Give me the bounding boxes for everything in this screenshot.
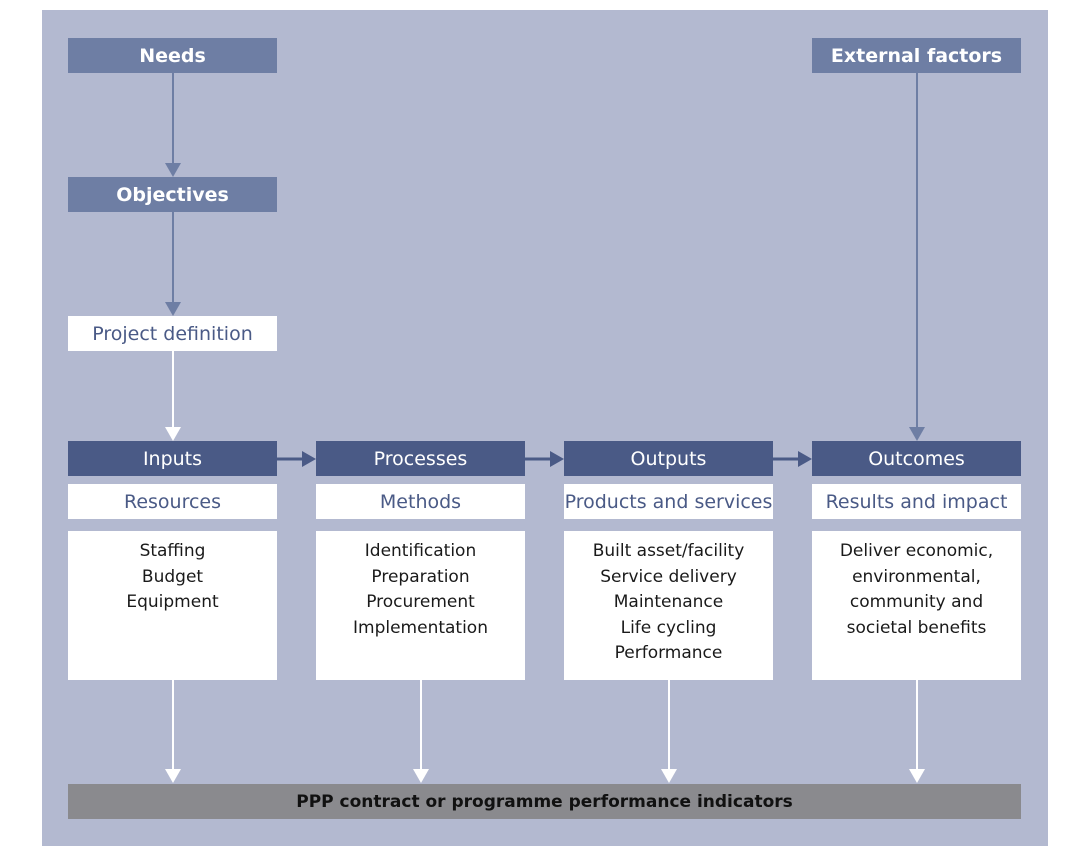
list-item: Preparation: [371, 566, 470, 587]
arrowhead-icon: [909, 427, 925, 441]
arrowhead-icon: [302, 451, 316, 467]
list-item: Equipment: [126, 592, 219, 612]
arrowhead-icon: [413, 769, 429, 783]
arrowhead-icon: [165, 302, 181, 316]
list-item: Maintenance: [613, 592, 724, 612]
project-definition-label: Project definition: [92, 322, 253, 345]
stage-outputs-header: Outputs: [564, 441, 773, 476]
list-item: societal benefits: [846, 617, 987, 638]
objectives-label: Objectives: [116, 183, 229, 206]
arrowhead-icon: [798, 451, 812, 467]
needs-box: Needs: [68, 38, 277, 73]
detail-list: Built asset/facility Service delivery Ma…: [593, 539, 745, 667]
list-item: Procurement: [366, 592, 475, 612]
detail-list: Deliver economic, environmental, communi…: [840, 539, 993, 641]
arrowhead-icon: [165, 427, 181, 441]
stage-title: Inputs: [142, 447, 203, 470]
list-item: Implementation: [353, 617, 488, 638]
list-item: community and: [849, 592, 984, 612]
external-factors-box: External factors: [812, 38, 1021, 73]
arrowhead-icon: [165, 769, 181, 783]
project-definition-box: Project definition: [68, 316, 277, 351]
diagram-panel: [42, 10, 1048, 846]
arrowhead-icon: [909, 769, 925, 783]
list-item: Deliver economic,: [839, 541, 994, 561]
external-factors-label: External factors: [830, 44, 1003, 67]
stage-title: Outputs: [630, 447, 707, 470]
stage-subtitle: Methods: [379, 490, 462, 513]
stage-title: Outcomes: [868, 447, 965, 470]
performance-indicators-bar: PPP contract or programme performance in…: [68, 784, 1021, 819]
list-item: Staffing: [139, 541, 206, 561]
list-item: Life cycling: [620, 617, 717, 638]
stage-subtitle: Resources: [123, 490, 222, 513]
objectives-box: Objectives: [68, 177, 277, 212]
stage-outcomes-subtitle: Results and impact: [812, 484, 1021, 519]
arrowhead-icon: [165, 163, 181, 177]
arrowhead-icon: [661, 769, 677, 783]
list-item: Performance: [614, 643, 723, 663]
list-item: Identification: [364, 541, 477, 561]
stage-processes-header: Processes: [316, 441, 525, 476]
stage-processes-subtitle: Methods: [316, 484, 525, 519]
detail-list: Staffing Budget Equipment: [126, 539, 218, 616]
arrowhead-icon: [550, 451, 564, 467]
stage-inputs-details: Staffing Budget Equipment: [68, 531, 277, 680]
list-item: Service delivery: [600, 566, 737, 587]
stage-processes-details: Identification Preparation Procurement I…: [316, 531, 525, 680]
performance-indicators-label: PPP contract or programme performance in…: [296, 791, 793, 812]
stage-inputs-header: Inputs: [68, 441, 277, 476]
stage-subtitle: Products and services: [564, 490, 773, 513]
stage-outputs-subtitle: Products and services: [564, 484, 773, 519]
list-item: Budget: [141, 566, 204, 587]
stage-title: Processes: [373, 447, 468, 470]
list-item: environmental,: [852, 566, 981, 587]
stage-outcomes-details: Deliver economic, environmental, communi…: [812, 531, 1021, 680]
list-item: Built asset/facility: [592, 541, 745, 561]
detail-list: Identification Preparation Procurement I…: [353, 539, 488, 641]
stage-outputs-details: Built asset/facility Service delivery Ma…: [564, 531, 773, 680]
needs-label: Needs: [139, 44, 206, 67]
stage-outcomes-header: Outcomes: [812, 441, 1021, 476]
stage-subtitle: Results and impact: [825, 490, 1008, 513]
stage-inputs-subtitle: Resources: [68, 484, 277, 519]
